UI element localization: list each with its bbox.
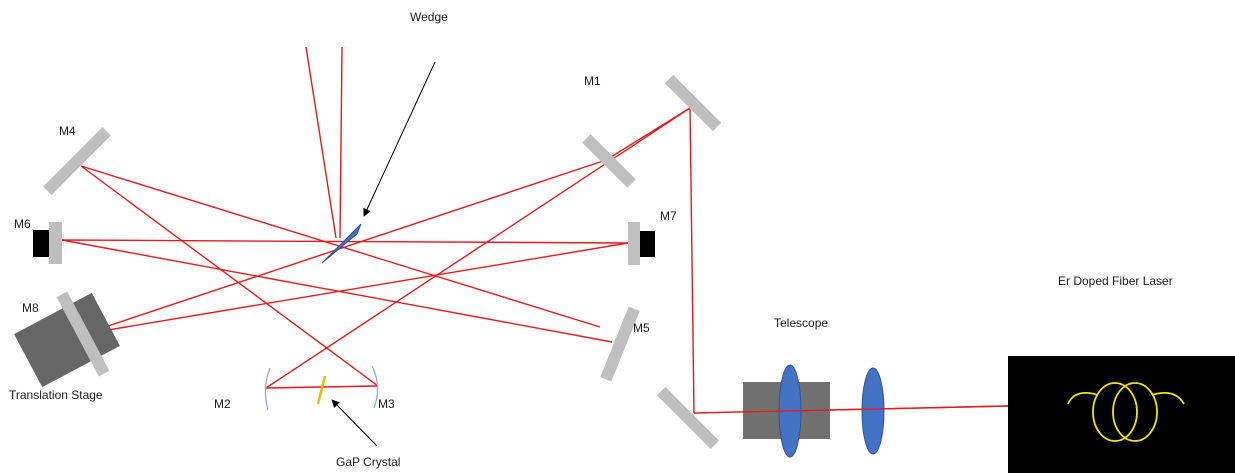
curved-mirror-m2-arc	[264, 367, 271, 411]
mirror-m6-body	[49, 222, 62, 264]
label-m7: M7	[660, 209, 677, 223]
mirror-m7-mount	[640, 231, 655, 257]
beam-m7-m8	[83, 242, 629, 335]
wedge: Wedge	[321, 10, 448, 264]
label-m8: M8	[22, 301, 39, 315]
gap-crystal-arrow	[331, 399, 378, 447]
mirror-input	[664, 74, 722, 132]
mirror-m6: M6	[14, 217, 62, 264]
mirror-bottom-steering	[656, 386, 720, 450]
beam-m4-m3	[80, 165, 379, 387]
mirror-m4: M4	[43, 124, 111, 195]
label-m4: M4	[59, 124, 76, 138]
translation-stage-body	[14, 292, 120, 388]
curved-mirror-m3: M3	[371, 365, 395, 411]
label-wedge: Wedge	[410, 10, 448, 24]
label-m1: M1	[584, 74, 601, 88]
fiber-coil	[1067, 382, 1185, 442]
beam-input-m1	[605, 107, 691, 161]
wedge-arrow	[363, 61, 436, 217]
curved-mirror-m3-arc	[371, 365, 379, 409]
mirror-m4-body	[43, 127, 111, 195]
label-telescope: Telescope	[774, 316, 828, 330]
wedge-body	[321, 223, 362, 264]
beam-out-left	[305, 46, 337, 239]
mirror-m6-mount	[33, 230, 49, 257]
beam-through-telescope	[742, 405, 1009, 413]
label-m5: M5	[633, 321, 650, 335]
mirror-m5-body	[600, 306, 640, 382]
label-gap-crystal: GaP Crystal	[336, 455, 400, 469]
fiber-coil-loop-1	[1092, 382, 1138, 442]
label-m2: M2	[214, 397, 231, 411]
mirror-m7-body	[628, 222, 640, 265]
mirror-bottom-steering-body	[656, 386, 720, 450]
fiber-laser-box	[1008, 356, 1235, 473]
beam-m1-m8	[83, 159, 607, 335]
beam-out-right	[339, 46, 343, 239]
telescope: Telescope	[742, 316, 1009, 458]
gap-crystal: GaP Crystal	[316, 375, 400, 469]
mirror-m1: M1	[582, 74, 636, 188]
mirror-m1-body	[582, 134, 636, 188]
laser-beams	[61, 46, 1009, 414]
mirror-input-body	[664, 74, 722, 132]
beam-m2-input	[265, 107, 691, 389]
fiber-coil-lead-right	[1151, 392, 1185, 405]
mirror-m7: M7	[628, 209, 677, 265]
label-m6: M6	[14, 217, 31, 231]
mirror-m8-body	[56, 291, 110, 377]
beam-vertical	[689, 107, 695, 414]
gap-crystal-body	[316, 375, 327, 405]
mirror-m5: M5	[600, 306, 650, 382]
translation-stage: M8 Translation Stage	[9, 291, 120, 402]
label-fiber-laser: Er Doped Fiber Laser	[1058, 274, 1173, 288]
fiber-coil-lead-left	[1067, 392, 1099, 405]
label-m3: M3	[378, 397, 395, 411]
telescope-lens-2	[861, 367, 885, 455]
label-translation-stage: Translation Stage	[9, 388, 103, 402]
fiber-coil-loop-2	[1112, 382, 1158, 442]
curved-mirror-m2: M2	[214, 367, 271, 411]
fiber-laser: Er Doped Fiber Laser	[1008, 274, 1235, 473]
